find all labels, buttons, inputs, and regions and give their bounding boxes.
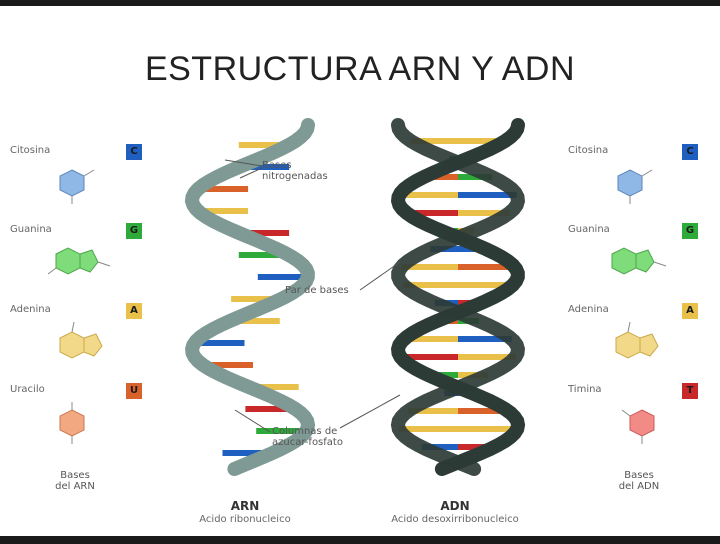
annotation-par-de-bases: Par de bases — [285, 285, 349, 296]
rna-label: ARN — [210, 499, 280, 513]
dna-helix — [398, 125, 518, 469]
annotation-columnas-line-2: azucar-fosfato — [272, 437, 343, 448]
annotation-pointer-line — [340, 395, 400, 428]
dna-label: ADN — [420, 499, 490, 513]
annotation-columnas-line-1: Columnas de — [272, 426, 343, 437]
annotation-pointer-line — [235, 410, 270, 432]
annotation-columnas: Columnas de azucar-fosfato — [272, 426, 343, 448]
dna-sublabel: Acido desoxirribonucleico — [350, 514, 560, 525]
rna-sublabel: Acido ribonucleico — [165, 514, 325, 525]
annotation-bases-line-1: Bases — [262, 160, 328, 171]
annotation-bases-nitrogenadas: Bases nitrogenadas — [262, 160, 328, 182]
annotation-bases-line-2: nitrogenadas — [262, 171, 328, 182]
